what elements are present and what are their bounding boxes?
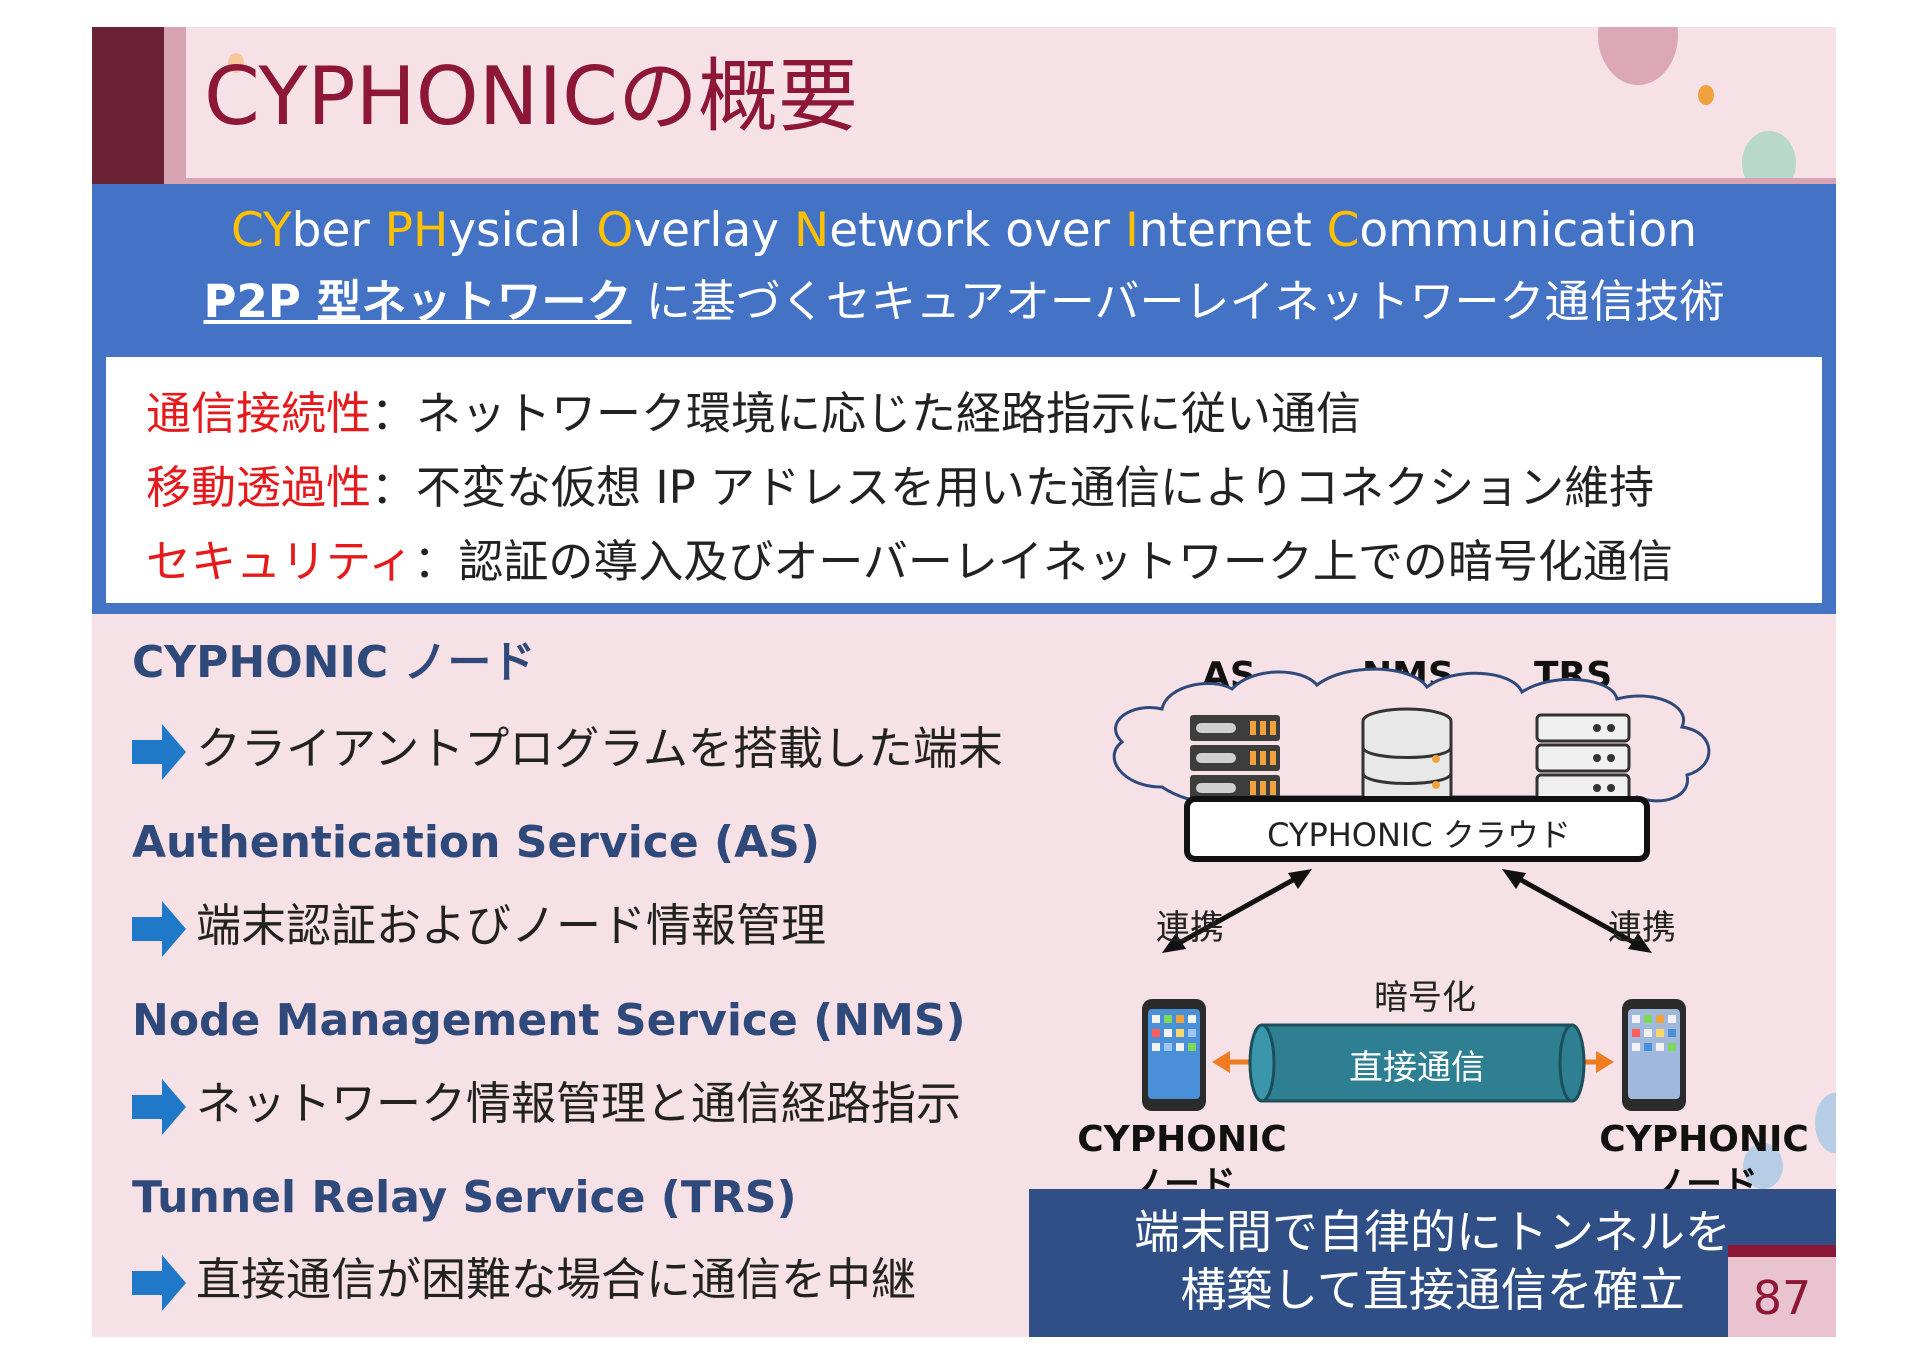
acronym-rest: ysical (448, 203, 597, 258)
component-description: ネットワーク情報管理と通信経路指示 (132, 1077, 961, 1137)
arrow-right-icon (132, 724, 186, 780)
link-arrow-left (1162, 869, 1312, 953)
acronym-letters: N (794, 203, 830, 258)
component-description-text: 直接通信が困難な場合に通信を中継 (196, 1253, 917, 1306)
acronym-letters: O (596, 203, 634, 258)
acronym-rest: ber (291, 203, 385, 258)
feature-key: セキュリティ (146, 535, 414, 588)
component-description: クライアントプログラムを搭載した端末 (132, 722, 1003, 782)
acronym-rest: etwork over (829, 203, 1125, 258)
acronym-rest: verlay (633, 203, 795, 258)
summary-line: 構築して直接通信を確立 (1180, 1263, 1685, 1317)
subtitle-emphasis: P2P 型ネットワーク (203, 275, 632, 328)
link-label-right: 連携 (1608, 908, 1676, 948)
feature-text: 不変な仮想 IP アドレスを用いた通信によりコネクション維持 (416, 461, 1655, 514)
database-nms-icon (1361, 707, 1453, 813)
decoration-circle (1743, 1143, 1783, 1189)
link-label-left: 連携 (1156, 908, 1224, 948)
acronym-letters: PH (384, 203, 449, 258)
component-description: 端末認証およびノード情報管理 (132, 899, 826, 959)
feature-item: 通信接続性：ネットワーク環境に応じた経路指示に従い通信 (146, 387, 1361, 441)
smartphone-icon (1622, 999, 1686, 1111)
decoration-circle (1598, 27, 1678, 85)
slide: CYPHONICの概要 CYber PHysical Overlay Netwo… (92, 27, 1836, 1337)
acronym-line: CYber PHysical Overlay Network over Inte… (92, 203, 1836, 259)
feature-item: 移動透過性：不変な仮想 IP アドレスを用いた通信によりコネクション維持 (146, 461, 1654, 515)
page-title: CYPHONICの概要 (204, 50, 858, 143)
component-description: 直接通信が困難な場合に通信を中継 (132, 1253, 916, 1313)
tunnel-label: 直接通信 (1349, 1048, 1485, 1088)
component-heading: Authentication Service (AS) (132, 817, 820, 868)
feature-separator: ： (371, 461, 417, 514)
feature-key: 通信接続性 (146, 387, 372, 440)
subtitle: P2P 型ネットワーク に基づくセキュアオーバーレイネットワーク通信技術 (92, 275, 1836, 329)
smartphone-icon (1142, 999, 1206, 1111)
server-trs-icon (1535, 713, 1631, 803)
component-description-text: ネットワーク情報管理と通信経路指示 (196, 1077, 962, 1130)
component-heading: Tunnel Relay Service (TRS) (132, 1172, 797, 1223)
link-arrow-right (1502, 869, 1652, 953)
acronym-letters: C (1326, 203, 1360, 258)
title-accent-bar-light (164, 27, 186, 184)
component-description-text: クライアントプログラムを搭載した端末 (196, 722, 1003, 775)
page-number-box: 87 (1728, 1257, 1836, 1337)
page-number-accent (1728, 1245, 1836, 1257)
architecture-diagram: AS NMS TRS (1077, 627, 1836, 1227)
feature-separator: ： (413, 535, 459, 588)
feature-key: 移動透過性 (146, 461, 372, 514)
server-as-icon (1190, 715, 1280, 801)
decoration-circle (1815, 1093, 1836, 1153)
diagram-graphics (1112, 667, 1711, 1111)
decoration-dot (1698, 85, 1714, 105)
cloud-label-box (1184, 796, 1650, 862)
arrow-right-icon (132, 901, 186, 957)
node-label-line: CYPHONIC (1077, 1119, 1287, 1160)
summary-box: 端末間で自律的にトンネルを 構築して直接通信を確立 (1029, 1189, 1836, 1337)
acronym-rest: nternet (1138, 203, 1327, 258)
node-label-line: CYPHONIC (1599, 1119, 1809, 1160)
component-heading: Node Management Service (NMS) (132, 995, 966, 1046)
feature-item: セキュリティ：認証の導入及びオーバーレイネットワーク上での暗号化通信 (146, 535, 1673, 589)
subtitle-rest: に基づくセキュアオーバーレイネットワーク通信技術 (631, 275, 1725, 328)
arrow-right-icon (132, 1255, 186, 1311)
title-accent-bar (92, 27, 164, 184)
summary-line: 端末間で自律的にトンネルを (1133, 1205, 1732, 1259)
page-number: 87 (1752, 1271, 1812, 1325)
feature-text: 認証の導入及びオーバーレイネットワーク上での暗号化通信 (458, 535, 1673, 588)
arrow-right-icon (132, 1079, 186, 1135)
feature-text: ネットワーク環境に応じた経路指示に従い通信 (416, 387, 1362, 440)
component-heading: CYPHONIC ノード (132, 637, 536, 688)
decoration-dot (228, 53, 244, 73)
cloud-label: CYPHONIC クラウド (1267, 816, 1571, 854)
acronym-letters: I (1124, 203, 1139, 258)
title-underline (186, 178, 1836, 184)
acronym-rest: ommunication (1359, 203, 1698, 258)
feature-separator: ： (371, 387, 417, 440)
component-description-text: 端末認証およびノード情報管理 (196, 899, 827, 952)
encryption-label: 暗号化 (1374, 978, 1476, 1018)
acronym-letters: CY (230, 203, 292, 258)
features-box: 通信接続性：ネットワーク環境に応じた経路指示に従い通信 移動透過性：不変な仮想 … (106, 357, 1822, 603)
tunnel-icon (1248, 1023, 1586, 1103)
